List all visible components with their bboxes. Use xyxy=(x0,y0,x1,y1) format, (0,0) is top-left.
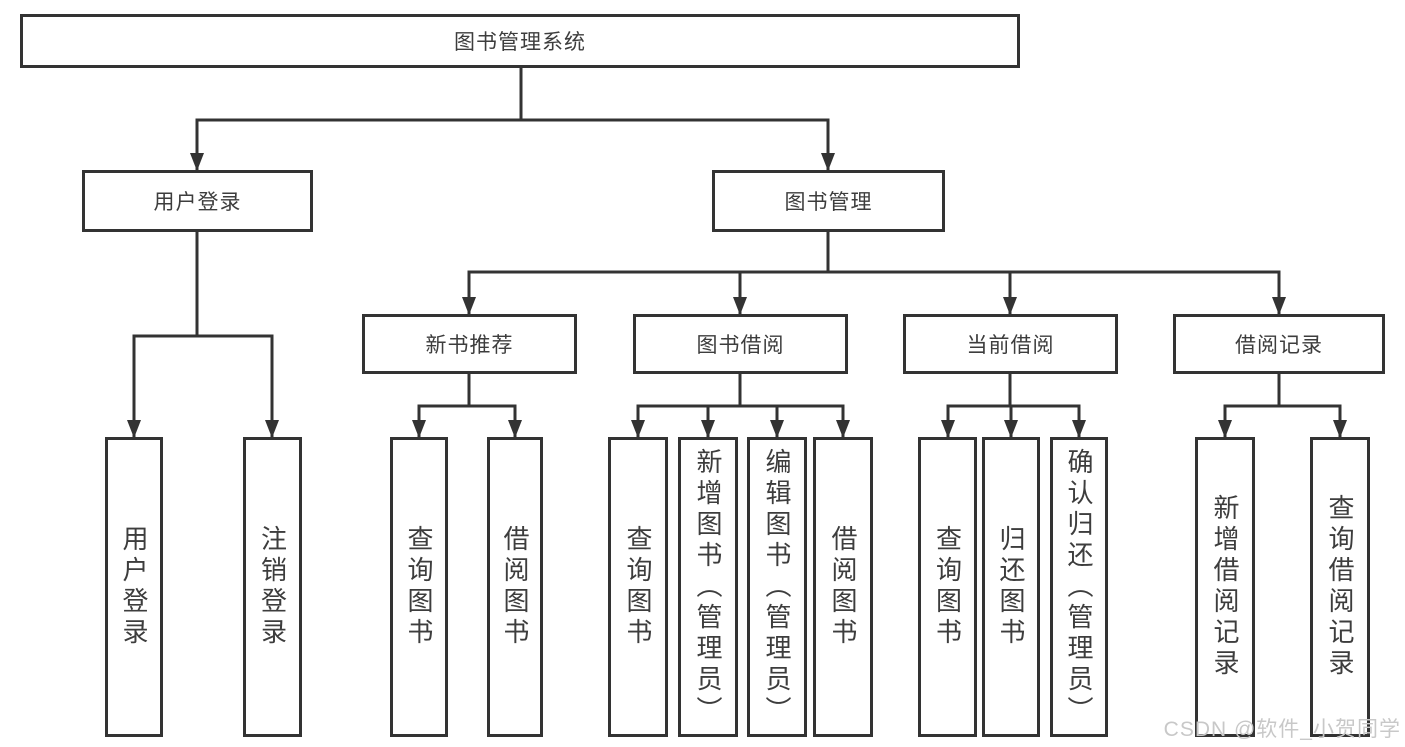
node-library-management-system: 图书管理系统 xyxy=(20,14,1020,68)
leaf-query-books-recommend: 查询图书 xyxy=(390,437,448,737)
leaf-query-borrow-record: 查询借阅记录 xyxy=(1310,437,1370,737)
leaf-query-books-current: 查询图书 xyxy=(918,437,977,737)
leaf-user-login: 用户登录 xyxy=(105,437,163,737)
leaf-label: 借阅图书 xyxy=(500,525,530,649)
node-label: 借阅记录 xyxy=(1235,334,1323,357)
node-label: 图书借阅 xyxy=(696,334,785,357)
node-label: 图书管理系统 xyxy=(454,31,586,54)
leaf-label: 查询图书 xyxy=(932,525,963,649)
leaf-edit-books-admin: 编辑图书（管理员） xyxy=(747,437,807,737)
leaf-add-books-admin: 新增图书（管理员） xyxy=(678,437,738,737)
node-book-management: 图书管理 xyxy=(712,170,945,232)
leaf-label: 新增图书（管理员） xyxy=(693,447,723,727)
leaf-add-borrow-record: 新增借阅记录 xyxy=(1195,437,1255,737)
leaf-borrow-books-recommend: 借阅图书 xyxy=(487,437,543,737)
node-book-borrowing: 图书借阅 xyxy=(633,314,848,374)
leaf-label: 确认归还（管理员） xyxy=(1064,447,1094,727)
leaf-label: 查询图书 xyxy=(623,525,653,649)
leaf-confirm-return-admin: 确认归还（管理员） xyxy=(1050,437,1108,737)
leaf-query-books-borrowing: 查询图书 xyxy=(608,437,668,737)
leaf-label: 借阅图书 xyxy=(828,525,858,649)
leaf-borrow-books: 借阅图书 xyxy=(813,437,873,737)
node-new-book-recommend: 新书推荐 xyxy=(362,314,577,374)
leaf-label: 编辑图书（管理员） xyxy=(762,447,792,727)
node-borrowing-records: 借阅记录 xyxy=(1173,314,1385,374)
leaf-label: 查询借阅记录 xyxy=(1325,494,1355,680)
node-label: 当前借阅 xyxy=(966,334,1055,357)
node-current-borrowing: 当前借阅 xyxy=(903,314,1118,374)
leaf-label: 归还图书 xyxy=(996,525,1026,649)
leaf-return-books: 归还图书 xyxy=(982,437,1040,737)
leaf-label: 查询图书 xyxy=(404,525,434,649)
leaf-logout: 注销登录 xyxy=(243,437,302,737)
node-label: 用户登录 xyxy=(153,191,242,214)
leaf-label: 新增借阅记录 xyxy=(1210,494,1240,680)
node-label: 新书推荐 xyxy=(425,334,514,357)
node-label: 图书管理 xyxy=(784,191,873,214)
leaf-label: 用户登录 xyxy=(119,525,149,649)
leaf-label: 注销登录 xyxy=(257,525,288,649)
node-user-login: 用户登录 xyxy=(82,170,313,232)
